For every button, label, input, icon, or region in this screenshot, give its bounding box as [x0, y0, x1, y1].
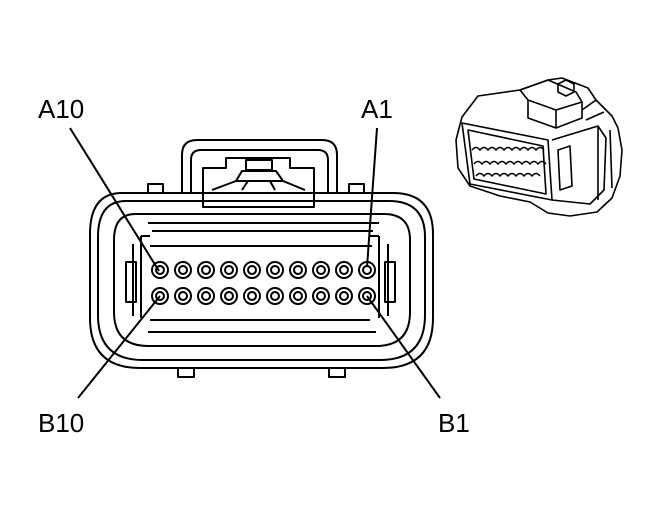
terminal-cavity-a9	[174, 261, 192, 279]
terminal-contact-a4	[293, 265, 303, 275]
latch-tab	[211, 170, 306, 191]
connector-shell-cavity	[113, 213, 411, 347]
terminal-contact-b10	[155, 291, 165, 301]
terminal-contact-a6	[247, 265, 257, 275]
iso-pin-row-a	[471, 146, 545, 151]
terminal-contact-b8	[201, 291, 211, 301]
iso-pin-row-c	[475, 172, 541, 177]
terminal-contact-a5	[270, 265, 280, 275]
iso-front-inner	[467, 129, 547, 195]
terminal-contact-a10	[155, 265, 165, 275]
terminal-cavity-b10	[151, 287, 169, 305]
iso-body-outline	[455, 77, 623, 217]
left-foot	[177, 368, 195, 378]
terminal-contact-b5	[270, 291, 280, 301]
right-shoulder-tab	[348, 183, 365, 193]
terminal-contact-a9	[178, 265, 188, 275]
terminal-cavity-a10	[151, 261, 169, 279]
connector-face	[89, 139, 434, 378]
terminal-cavity-a2	[335, 261, 353, 279]
terminal-cavity-b7	[220, 287, 238, 305]
left-lock-slot	[125, 261, 137, 303]
terminal-contact-a2	[339, 265, 349, 275]
latch-frame	[202, 157, 315, 208]
terminal-row-b	[151, 287, 376, 305]
terminal-contact-b6	[247, 291, 257, 301]
terminal-contact-a1	[362, 265, 372, 275]
terminal-contact-b1	[362, 291, 372, 301]
terminal-contact-b7	[224, 291, 234, 301]
terminal-cavity-a3	[312, 261, 330, 279]
terminal-cavity-a7	[220, 261, 238, 279]
left-shoulder-tab	[147, 183, 164, 193]
label-a10: A10	[38, 94, 84, 124]
latch-housing-inner	[190, 149, 329, 193]
terminal-cavity-border	[132, 235, 389, 318]
right-lock-slot	[384, 261, 396, 303]
terminal-contact-a7	[224, 265, 234, 275]
terminal-row-a	[151, 261, 376, 279]
terminal-cavity-b4	[289, 287, 307, 305]
terminal-cavity-b1	[358, 287, 376, 305]
iso-side-ribs	[551, 99, 613, 205]
terminal-cavity-a5	[266, 261, 284, 279]
terminal-cavity-b6	[243, 287, 261, 305]
iso-latch-block	[519, 79, 583, 129]
iso-pin-row-b	[473, 160, 547, 165]
label-b1: B1	[438, 408, 470, 438]
terminal-contact-a8	[201, 265, 211, 275]
terminal-cavity-b3	[312, 287, 330, 305]
terminal-cavity-b8	[197, 287, 215, 305]
terminal-contact-b2	[339, 291, 349, 301]
terminal-cavity-a6	[243, 261, 261, 279]
terminal-cavity-a4	[289, 261, 307, 279]
leader-b10	[77, 295, 161, 399]
leader-a10	[69, 127, 160, 272]
latch-button	[245, 159, 273, 171]
terminal-cavity-a8	[197, 261, 215, 279]
leader-a1	[366, 127, 378, 268]
label-a1: A1	[361, 94, 393, 124]
terminal-contact-b4	[293, 291, 303, 301]
connector-shell-outer	[89, 192, 434, 369]
connector-isometric-view	[455, 77, 623, 217]
terminal-cavity-b9	[174, 287, 192, 305]
terminal-cavity-b2	[335, 287, 353, 305]
terminal-contact-b3	[316, 291, 326, 301]
leader-lines	[69, 127, 441, 399]
terminal-contact-a3	[316, 265, 326, 275]
latch-housing-outer	[181, 139, 338, 193]
connector-shell-inner	[97, 200, 426, 361]
iso-latch-button	[557, 79, 575, 97]
label-b10: B10	[38, 408, 84, 438]
iso-side-tab	[557, 145, 573, 191]
right-foot	[328, 368, 346, 378]
terminal-cavity-b5	[266, 287, 284, 305]
terminal-contact-b9	[178, 291, 188, 301]
leader-b1	[366, 295, 441, 399]
